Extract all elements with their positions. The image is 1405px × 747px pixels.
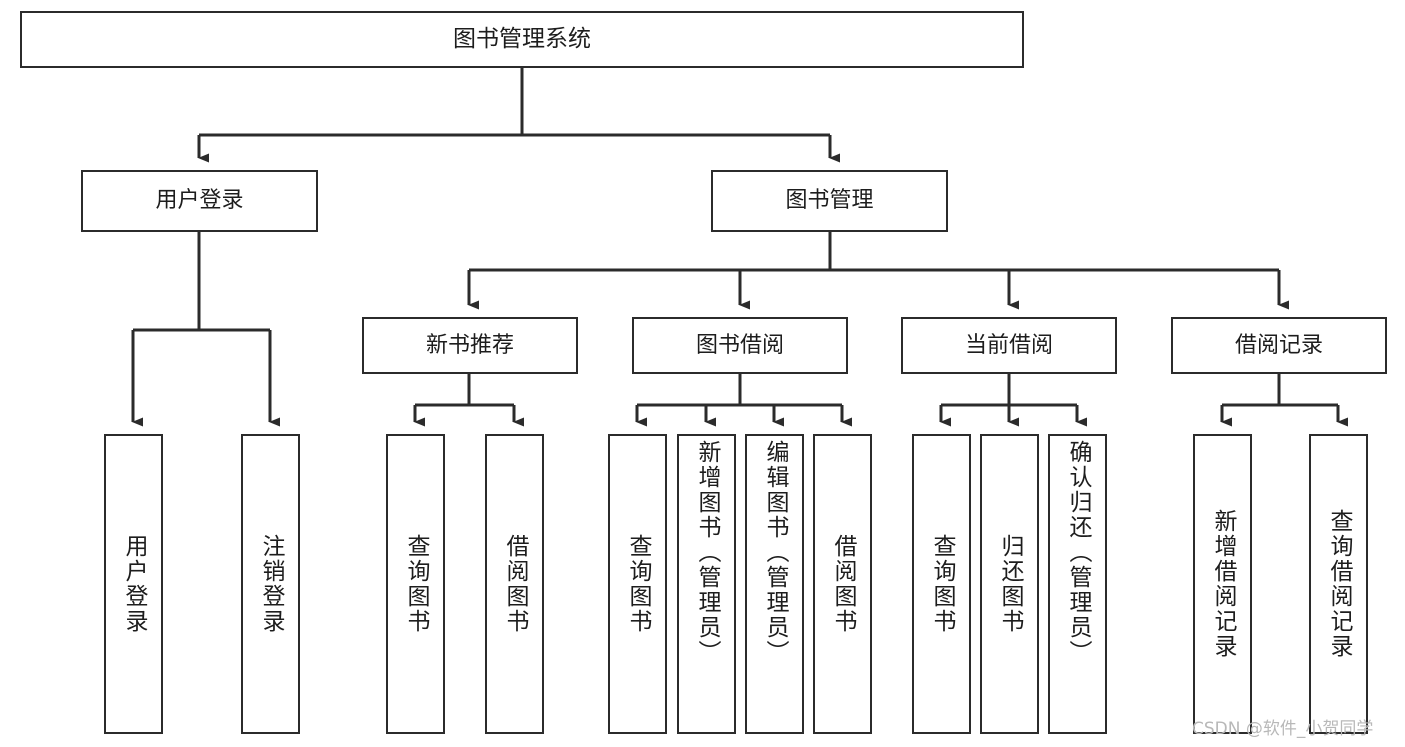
node-label: 编辑图书（管理员）: [762, 440, 788, 665]
node-borrowing-records[interactable]: 借阅记录: [1171, 317, 1387, 374]
leaf-borrow-add-book-admin[interactable]: 新增图书（管理员）: [677, 434, 736, 734]
node-label: 确认归还（管理员）: [1065, 440, 1091, 665]
node-label: 查询借阅记录: [1326, 509, 1352, 659]
node-label: 借阅图书: [830, 534, 856, 634]
node-root-book-management-system[interactable]: 图书管理系统: [20, 11, 1024, 68]
node-label: 注销登录: [258, 534, 284, 634]
leaf-current-query-book[interactable]: 查询图书: [912, 434, 971, 734]
node-book-borrowing[interactable]: 图书借阅: [632, 317, 848, 374]
leaf-current-confirm-return-admin[interactable]: 确认归还（管理员）: [1048, 434, 1107, 734]
node-label: 图书管理系统: [453, 26, 591, 53]
csdn-watermark: CSDN @软件_小贺同学: [1192, 719, 1374, 739]
leaf-borrow-borrow-book[interactable]: 借阅图书: [813, 434, 872, 734]
node-label: 新增图书（管理员）: [694, 440, 720, 665]
node-user-login[interactable]: 用户登录: [81, 170, 318, 232]
leaf-records-add-record[interactable]: 新增借阅记录: [1193, 434, 1252, 734]
node-label: 用户登录: [121, 534, 147, 634]
leaf-borrow-query-book[interactable]: 查询图书: [608, 434, 667, 734]
node-label: 借阅图书: [502, 534, 528, 634]
node-label: 图书管理: [785, 188, 874, 214]
node-label: 新增借阅记录: [1210, 509, 1236, 659]
node-current-borrowing[interactable]: 当前借阅: [901, 317, 1117, 374]
node-new-book-recommendation[interactable]: 新书推荐: [362, 317, 578, 374]
leaf-user-logout[interactable]: 注销登录: [241, 434, 300, 734]
node-label: 当前借阅: [964, 332, 1053, 358]
leaf-current-return-book[interactable]: 归还图书: [980, 434, 1039, 734]
node-book-management[interactable]: 图书管理: [711, 170, 948, 232]
node-label: 新书推荐: [425, 332, 514, 358]
leaf-records-query-record[interactable]: 查询借阅记录: [1309, 434, 1368, 734]
node-label: 查询图书: [403, 534, 429, 634]
leaf-user-login[interactable]: 用户登录: [104, 434, 163, 734]
leaf-recommend-borrow-book[interactable]: 借阅图书: [485, 434, 544, 734]
node-label: 查询图书: [929, 534, 955, 634]
leaf-recommend-query-book[interactable]: 查询图书: [386, 434, 445, 734]
node-label: 归还图书: [997, 534, 1023, 634]
node-label: 图书借阅: [695, 332, 784, 358]
leaf-borrow-edit-book-admin[interactable]: 编辑图书（管理员）: [745, 434, 804, 734]
node-label: 借阅记录: [1234, 332, 1323, 358]
node-label: 用户登录: [155, 188, 244, 214]
node-label: 查询图书: [625, 534, 651, 634]
